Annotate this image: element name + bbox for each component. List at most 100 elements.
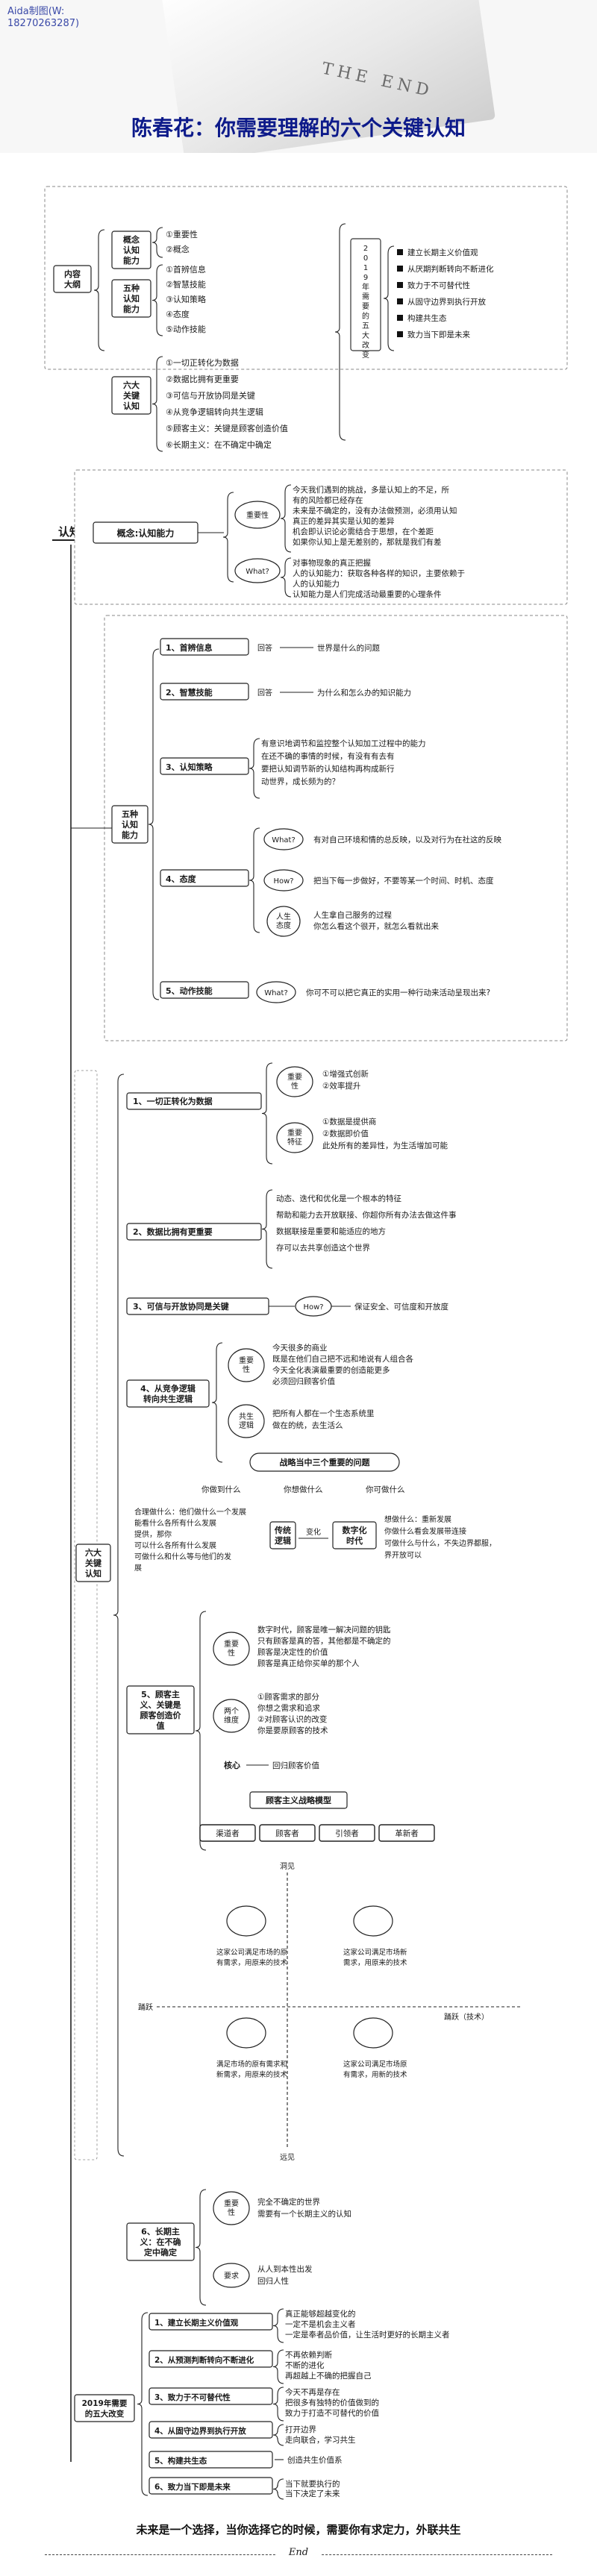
sec4-d1-text: 真正能够超越变化的 <box>285 2309 356 2319</box>
k1-box <box>126 1092 262 1110</box>
sec1-imp-text: 有的风险都已经存在 <box>293 495 363 505</box>
outline-change-bullet <box>397 331 403 337</box>
k5-two-item: ①顾客需求的部分 <box>257 1692 319 1702</box>
sec2-how-label: How? <box>273 877 293 886</box>
outline-vert-char: 五 <box>362 322 369 330</box>
k4-left-text: 能看什么各所有什么发展 <box>134 1518 216 1528</box>
sec4-label-box <box>74 2394 135 2422</box>
outline-b2-text: 认知 <box>123 293 140 304</box>
outline-b3-item: ③可信与开放协同是关键 <box>166 390 255 401</box>
k6-req-label: 要求 <box>224 2272 239 2281</box>
sec1-imp-label: 重要性 <box>246 510 269 520</box>
k5-title-box <box>126 1685 195 1734</box>
k5-imp-item: 数字时代，顾客是唯一解决问题的钥匙 <box>257 1625 391 1635</box>
k1-core-item: 此处所有的差异性，为生活增加可能 <box>322 1141 448 1150</box>
outline-change-bullet <box>397 282 403 288</box>
sec2-i5-what-node <box>256 981 296 1003</box>
k5-model-option-box <box>319 1824 375 1842</box>
outline-vert-char: 0 <box>363 254 368 263</box>
k4-right-text: 你做什么看会发展带连接 <box>384 1526 466 1536</box>
sec2-i3-text: 要把认知调节新的认知结构再构成新行 <box>261 764 395 774</box>
k1-imp-label: 性 <box>291 1081 298 1091</box>
outline-vert-char: 变 <box>362 350 369 360</box>
sec1-what-text: 人的认知能力 <box>293 579 340 589</box>
sec1-imp-text: 未来是不确定的，没有办法做预测，必须用认知 <box>293 506 457 515</box>
outline-vert-char: 的 <box>362 311 369 321</box>
k3-title: 3、可信与开放协同是关键 <box>133 1301 230 1311</box>
k2-brace <box>261 1189 273 1269</box>
k4-trad-box <box>269 1521 296 1549</box>
sec1-imp-node <box>234 501 281 529</box>
k4-digital-text: 时代 <box>346 1535 363 1546</box>
k5-imp-node <box>213 1632 250 1666</box>
outline-change-item: 构建共生态 <box>407 313 447 323</box>
k4-imp-item: 今天很多的商业 <box>272 1343 328 1353</box>
outline-b3-text: 认知 <box>123 401 140 411</box>
sec2-what-label: What? <box>272 836 296 844</box>
outline-change-item: 致力当下即是未来 <box>407 330 470 339</box>
outline-b3-item: ⑤顾客主义：关键是顾客创造价值 <box>166 423 288 433</box>
k1-core-item: ②数据即价值 <box>322 1129 369 1138</box>
sec1-what-text: 人的认知能力：获取各种各样的知识，主要依赖于 <box>293 568 465 578</box>
outline-b1-text: 能力 <box>123 255 140 266</box>
k4-left-text: 可以什么各所有什么发展 <box>134 1541 216 1550</box>
outline-b2-item: ②智慧技能 <box>166 279 206 289</box>
k6-title-text: 义：在不确 <box>140 2237 181 2247</box>
k4-digital-text: 数字化 <box>343 1525 367 1535</box>
sec1-imp-text: 真正的差异其实是认知的差异 <box>293 516 395 526</box>
k5-model-option: 顾客者 <box>275 1828 299 1838</box>
sec3-label-box <box>75 1544 111 1582</box>
sec2-item-box <box>160 869 249 887</box>
k5-title-text: 顾客创造价 <box>140 1710 182 1720</box>
k5-model-option-box <box>259 1824 316 1842</box>
sec4-d2-text: 再超越上不确的把握自己 <box>285 2371 372 2381</box>
sec4-d2-text: 不再依赖判断 <box>285 2350 332 2360</box>
k4-strategy-item: 你想做什么 <box>284 1485 323 1494</box>
k6-req-node <box>213 2263 250 2288</box>
k5-two-label: 两个 <box>224 1707 239 1716</box>
sec2-label-text: 能力 <box>122 830 138 840</box>
sec4-d3-text: 致力于打造不可替代的价值 <box>285 2408 379 2418</box>
k5-title-text: 值 <box>157 1720 165 1731</box>
k4-change-label: 变化 <box>306 1527 321 1537</box>
k4-left-text: 提供，那你 <box>134 1529 172 1539</box>
k3-how-label: How? <box>303 1303 323 1311</box>
k4-trad-text: 传统 <box>274 1525 291 1535</box>
sec4-d1-text: 一定是奉者品价值，让生活时更好的长期主义者 <box>285 2330 450 2340</box>
sec2-life-node <box>266 906 301 937</box>
outline-b2-text: 五种 <box>123 283 140 293</box>
sec2-item: 5、动作技能 <box>166 985 213 996</box>
k5-q3-text: 满足市场的原有需求和 <box>216 2060 287 2069</box>
k2-title: 2、数据比拥有更重要 <box>133 1226 213 1237</box>
sec4-label-text: 2019年需要 <box>82 2398 128 2408</box>
k5-imp-item: 只有顾客是真的答，其他都是不确定的 <box>257 1636 391 1646</box>
k6-title-box <box>126 2222 195 2261</box>
sec1-what-text: 认知能力是人们完成活动最重要的心理条件 <box>293 589 442 599</box>
k6-imp-label: 重要 <box>224 2199 239 2208</box>
sec4-d4-text: 打开边界 <box>285 2425 316 2434</box>
k5-model-option-box <box>199 1824 256 1842</box>
k6-imp-label: 性 <box>228 2207 235 2217</box>
outline-vert-char: 1 <box>363 264 368 272</box>
sec2-i3-text: 动世界，成长频为的？ <box>261 777 340 786</box>
k4-title-text: 转向共生逻辑 <box>143 1394 193 1404</box>
k6-imp-node <box>213 2191 250 2225</box>
k5-title-text: 义、关键是 <box>140 1699 182 1710</box>
outline-b1-text: 认知 <box>123 245 140 255</box>
outline-change-item: 从厌期判断转向不断进化 <box>407 264 494 274</box>
outline-change-item: 致力于不可替代性 <box>407 281 470 290</box>
sec1-what-label: What? <box>246 568 269 576</box>
k4-imp-label: 重要 <box>239 1356 254 1365</box>
k4-imp-label: 性 <box>243 1364 250 1374</box>
k5-q1-icon <box>226 1905 266 1937</box>
k5-q4-icon <box>353 2017 393 2049</box>
sec2-label-text: 五种 <box>122 809 138 819</box>
k5-model-option: 革新者 <box>395 1828 419 1838</box>
sec2-i4-brace <box>249 827 260 933</box>
sec4-d3-text: 把很多有独特的价值做到的 <box>285 2398 379 2407</box>
k5-brace <box>195 1611 207 1851</box>
page-title: 陈春花：你需要理解的六个关键认知 <box>131 116 466 140</box>
sec4-item: 2、从预测判断转向不断进化 <box>154 2355 254 2365</box>
k5-q2-text: 需求，用原来的技术 <box>343 1958 407 1967</box>
sec2-item-box <box>160 981 249 999</box>
